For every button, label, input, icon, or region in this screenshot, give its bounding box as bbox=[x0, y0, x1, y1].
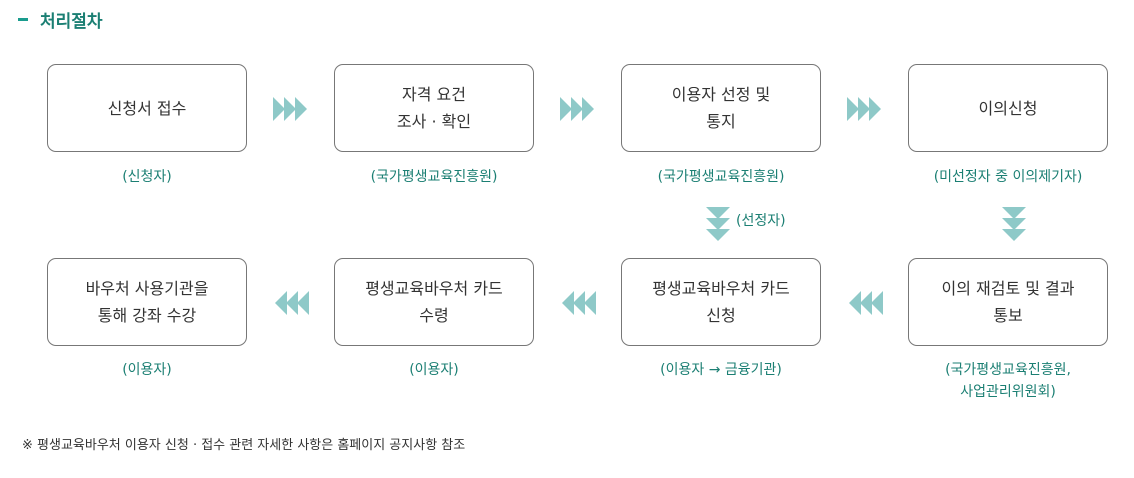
selected-person-label: (선정자) bbox=[736, 213, 786, 229]
step-actor: (미선정자 중 이의제기자) bbox=[933, 169, 1083, 185]
triple-arrow-left-icon bbox=[562, 291, 596, 315]
step-actor: (신청자) bbox=[122, 169, 172, 185]
step-actor: (이용자) bbox=[122, 362, 172, 378]
step-box-card-application: 평생교육바우처 카드 신청 bbox=[621, 258, 821, 346]
step-label: 이의 재검토 및 결과 통보 bbox=[941, 279, 1075, 325]
step-actor: (국가평생교육진흥원) bbox=[370, 169, 498, 185]
triple-arrow-right-icon bbox=[847, 97, 881, 121]
step-label: 바우처 사용기관을 통해 강좌 수강 bbox=[85, 279, 209, 325]
step-box-objection: 이의신청 bbox=[908, 64, 1108, 152]
footnote: ※ 평생교육바우처 이용자 신청 · 접수 관련 자세한 사항은 홈페이지 공지… bbox=[22, 438, 466, 453]
section-title: 처리절차 bbox=[18, 6, 103, 32]
title-dash-icon bbox=[18, 17, 28, 21]
step-actor: (이용자 → 금융기관) bbox=[660, 362, 782, 378]
section-title-text: 처리절차 bbox=[40, 11, 103, 32]
triple-arrow-left-icon bbox=[275, 291, 309, 315]
triple-arrow-right-icon bbox=[273, 97, 307, 121]
step-actor: (이용자) bbox=[409, 362, 459, 378]
step-box-course-attendance: 바우처 사용기관을 통해 강좌 수강 bbox=[47, 258, 247, 346]
step-label: 평생교육바우처 카드 수령 bbox=[365, 279, 503, 325]
triple-arrow-left-icon bbox=[849, 291, 883, 315]
step-actor: (국가평생교육진흥원, 사업관리위원회) bbox=[945, 362, 1071, 400]
step-label: 평생교육바우처 카드 신청 bbox=[652, 279, 790, 325]
step-actor: (국가평생교육진흥원) bbox=[657, 169, 785, 185]
step-box-selection-notice: 이용자 선정 및 통지 bbox=[621, 64, 821, 152]
step-box-card-receipt: 평생교육바우처 카드 수령 bbox=[334, 258, 534, 346]
triple-arrow-right-icon bbox=[560, 97, 594, 121]
step-label: 이용자 선정 및 통지 bbox=[671, 85, 771, 131]
step-label: 자격 요건 조사 · 확인 bbox=[396, 85, 472, 131]
step-box-objection-review: 이의 재검토 및 결과 통보 bbox=[908, 258, 1108, 346]
step-label: 이의신청 bbox=[978, 98, 1038, 118]
step-box-application: 신청서 접수 bbox=[47, 64, 247, 152]
triple-arrow-down-icon bbox=[1002, 207, 1026, 241]
step-label: 신청서 접수 bbox=[107, 98, 187, 118]
triple-arrow-down-icon bbox=[706, 207, 730, 241]
step-box-eligibility-check: 자격 요건 조사 · 확인 bbox=[334, 64, 534, 152]
